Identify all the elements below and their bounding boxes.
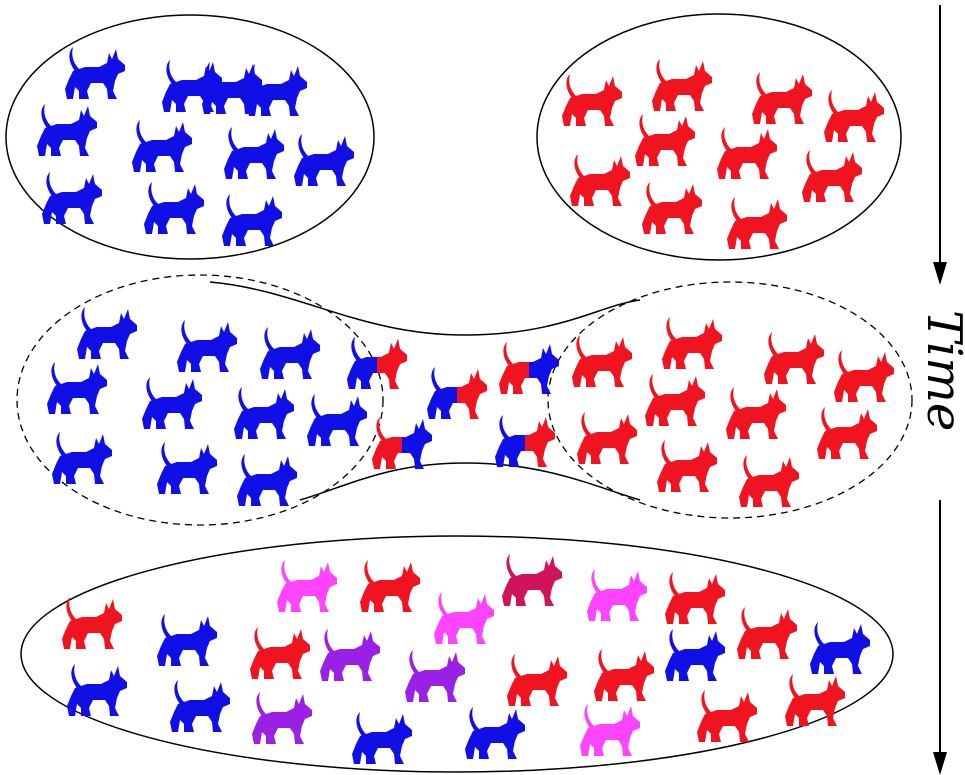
blue-cat <box>52 432 112 484</box>
blue-cat <box>42 172 102 224</box>
time-arrow-upper-head <box>933 262 947 285</box>
blue-cat <box>37 104 97 156</box>
stage-mixed-population <box>21 536 893 772</box>
blue-cat <box>307 394 367 446</box>
red-cat <box>726 387 786 439</box>
time-label: Time <box>916 310 965 431</box>
blue-cat <box>67 664 127 716</box>
blue-cat <box>65 47 125 99</box>
blue-cat <box>294 134 354 186</box>
hybrid-cat <box>495 415 555 467</box>
blue-cat <box>142 377 202 429</box>
blue-cat <box>157 614 217 666</box>
red-cat <box>250 627 310 679</box>
red-cat <box>642 182 702 234</box>
blue-cat <box>47 362 107 414</box>
red-cat <box>662 317 722 369</box>
blue-cat <box>222 194 282 246</box>
hybrid-cat <box>347 337 407 389</box>
hybrid-cat <box>427 367 487 419</box>
hybrid-cats <box>347 337 559 469</box>
mixed-population-boundary <box>21 536 893 772</box>
blue-cat <box>144 182 204 234</box>
blue-cat <box>247 64 307 116</box>
blue-population-cats <box>47 307 407 506</box>
purple-cat <box>252 692 312 744</box>
red-cat <box>764 332 824 384</box>
red-cat <box>652 59 712 111</box>
red-cat <box>834 350 894 402</box>
red-cat <box>824 90 884 142</box>
red-population-cats <box>572 317 894 507</box>
blue-cat <box>352 712 412 764</box>
red-cat <box>360 560 420 612</box>
red-cat <box>802 150 862 202</box>
red-cat <box>697 690 757 742</box>
red-cat <box>507 654 567 706</box>
red-cat <box>62 597 122 649</box>
blue-cat <box>665 629 725 681</box>
red-cat <box>727 197 787 249</box>
red-cat <box>785 674 845 726</box>
red-cat <box>594 649 654 701</box>
contact-zone-lower-outline <box>300 463 640 500</box>
stage-separate-populations <box>6 14 901 260</box>
red-population-cats <box>562 59 884 249</box>
hybrid-cat <box>372 417 432 469</box>
pink-cat <box>580 704 640 756</box>
blue-cat <box>177 320 237 372</box>
pink-cat <box>277 560 337 612</box>
blue-cat <box>132 120 192 172</box>
pink-cat <box>434 592 494 644</box>
blue-cat <box>237 454 297 506</box>
blue-cat <box>465 707 525 759</box>
red-cat <box>572 335 632 387</box>
red-cat <box>577 412 637 464</box>
blue-cat <box>77 307 137 359</box>
red-cat <box>657 440 717 492</box>
red-cat <box>645 374 705 426</box>
red-cat <box>717 127 777 179</box>
contact-zone-upper-outline <box>210 282 640 335</box>
red-cat <box>817 407 877 459</box>
blue-cat <box>157 442 217 494</box>
blue-population-cats <box>37 47 354 246</box>
mixed-population-cats <box>62 554 870 764</box>
purple-cat <box>405 650 465 702</box>
red-cat <box>737 607 797 659</box>
red-cat <box>665 572 725 624</box>
red-cat <box>752 72 812 124</box>
purple-cat <box>320 629 380 681</box>
red-cat <box>739 455 799 507</box>
blue-cat <box>260 327 320 379</box>
stage-contact-zone <box>17 275 912 525</box>
hybrid-cat <box>499 342 559 394</box>
red-cat <box>635 114 695 166</box>
blue-cat <box>224 127 284 179</box>
time-arrow-lower-head <box>933 752 947 775</box>
time-axis: Time <box>916 5 965 775</box>
crimson-cat <box>502 554 562 606</box>
blue-cat <box>170 680 230 732</box>
pink-cat <box>587 569 647 621</box>
red-cat <box>570 154 630 206</box>
blue-cat <box>234 387 294 439</box>
red-cat <box>562 74 622 126</box>
blue-cat <box>810 622 870 674</box>
